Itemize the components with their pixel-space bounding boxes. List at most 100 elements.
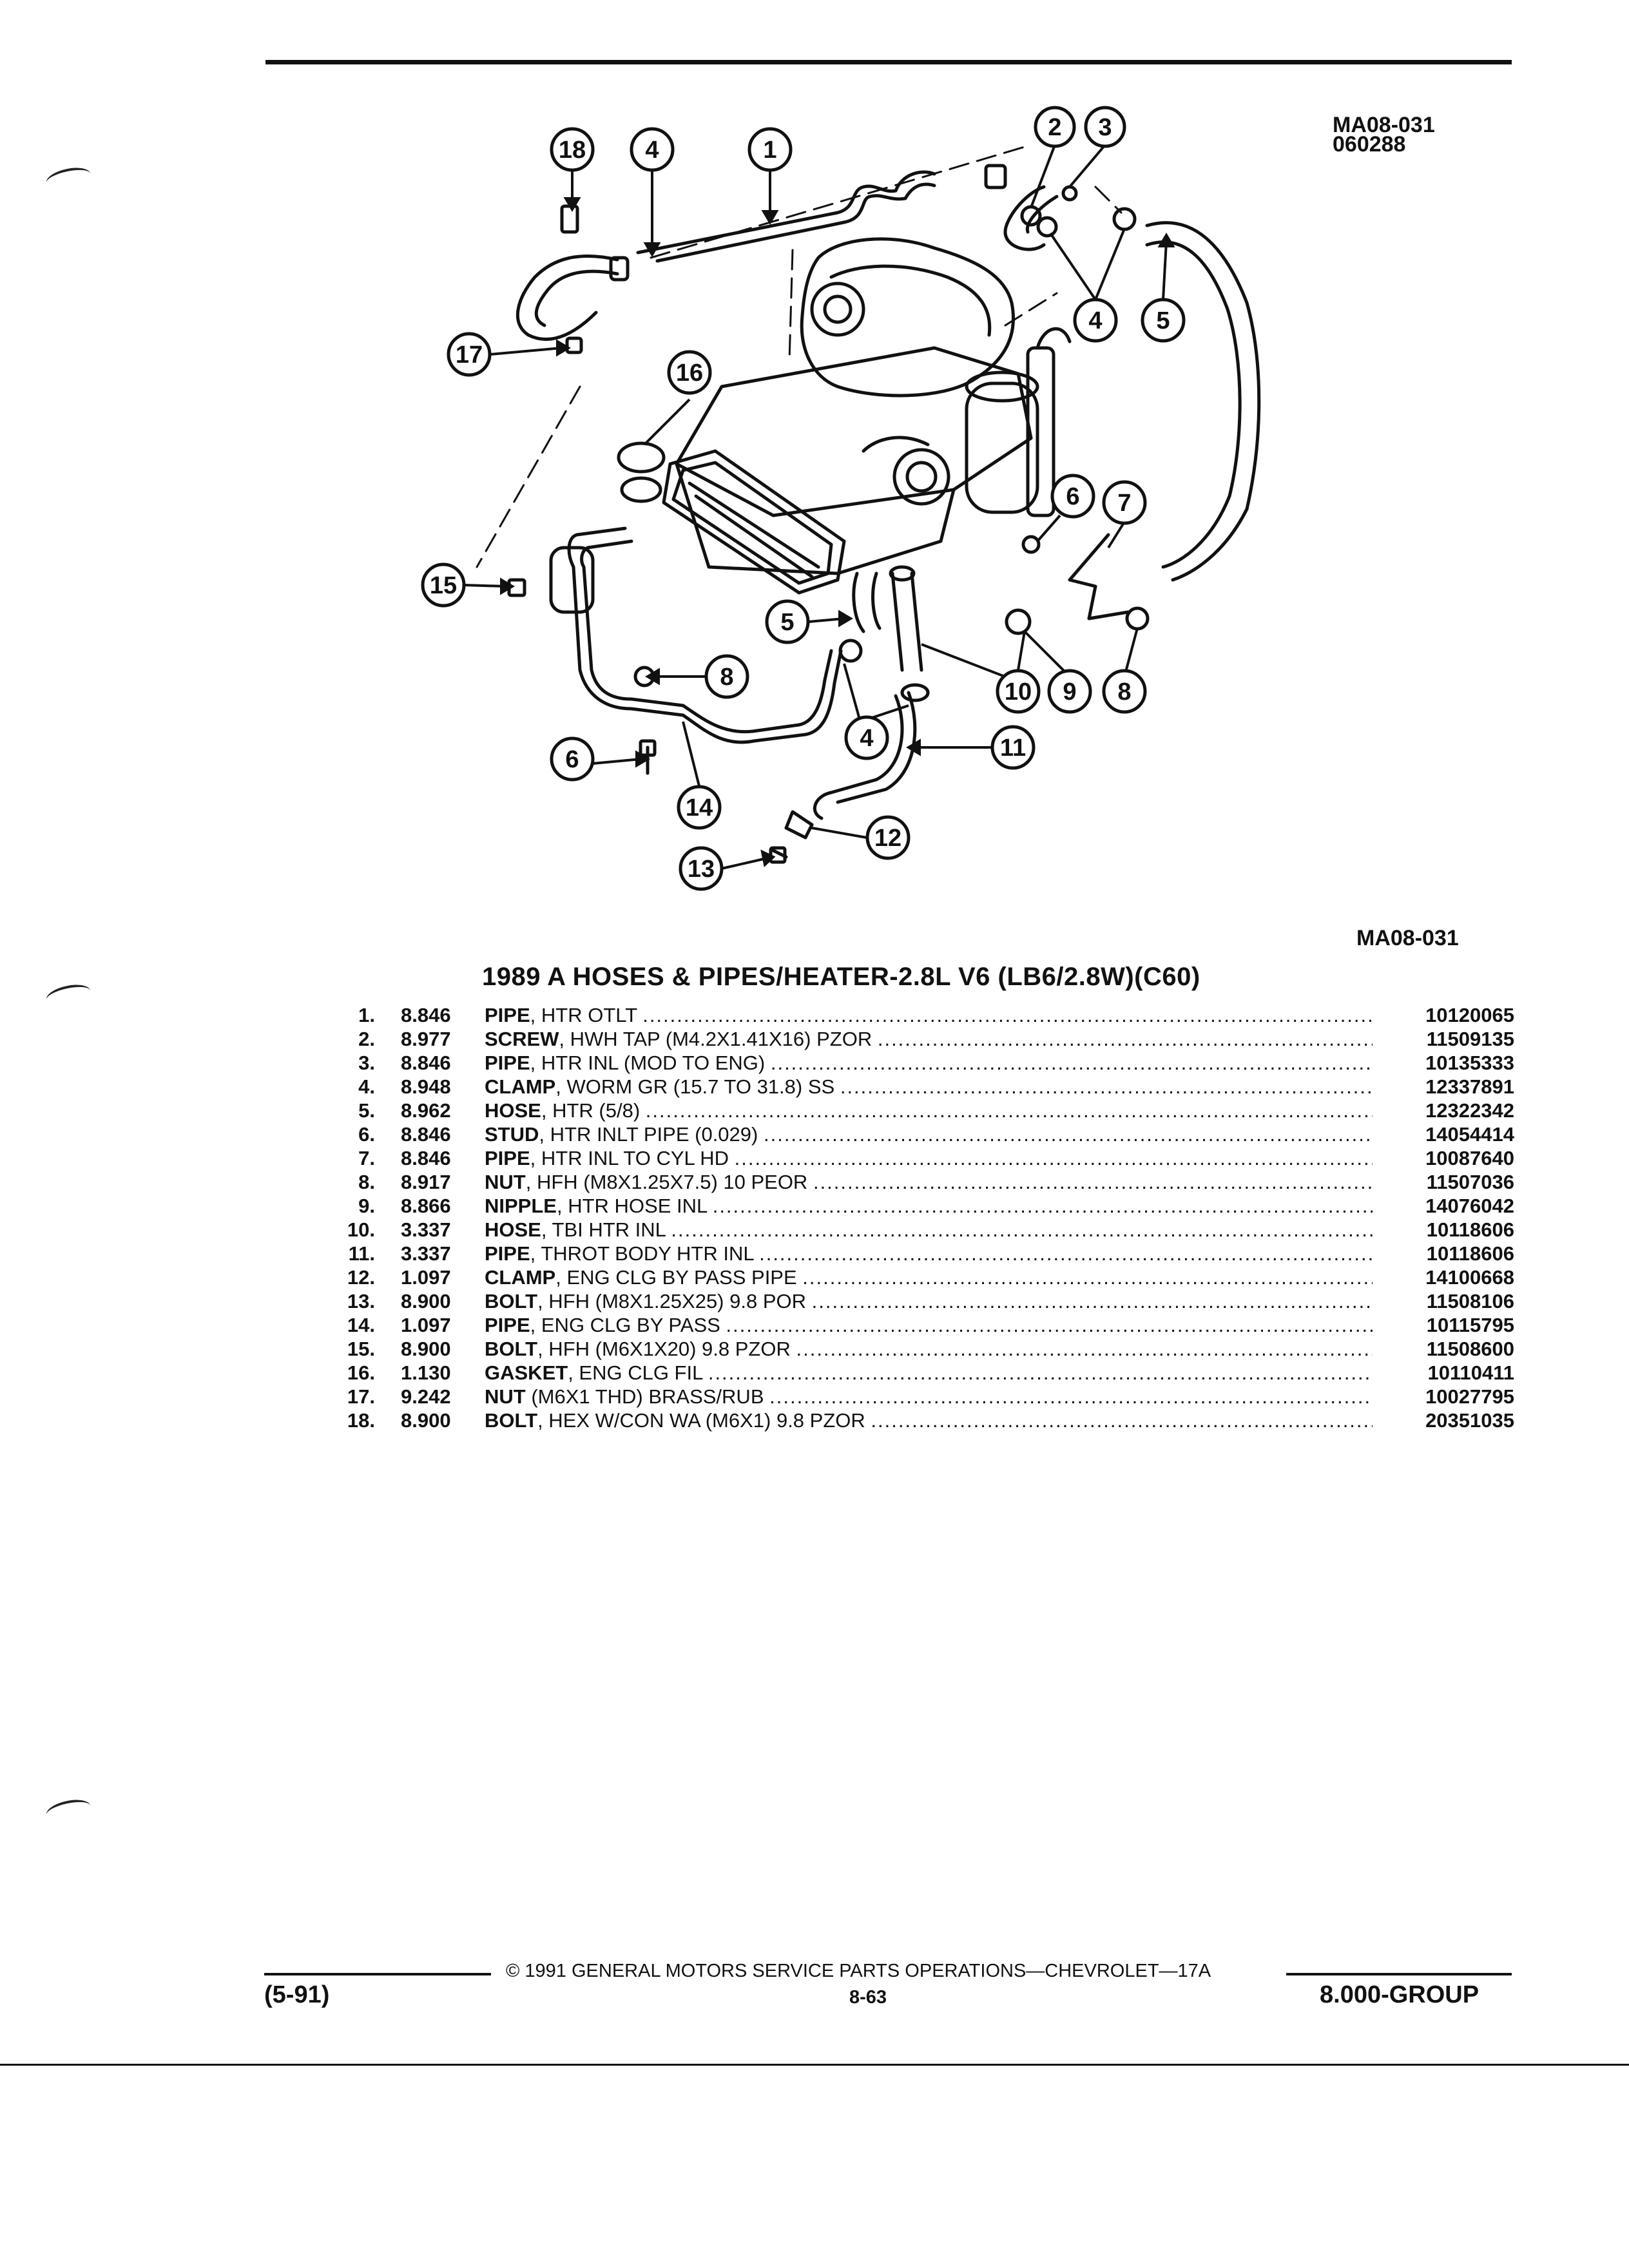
revision-date: (5-91) <box>264 1981 330 2008</box>
part-description: PIPE, HTR OTLT .........................… <box>485 1003 1373 1027</box>
pipe-bypass <box>567 526 843 744</box>
footer-rule-right <box>1286 1973 1512 1975</box>
pipe-htr-inl-cyl <box>1068 533 1130 620</box>
part-name: HOSE <box>485 1218 541 1241</box>
callout-4: 4 <box>645 137 659 164</box>
part-description: PIPE, THROT BODY HTR INL ...............… <box>485 1242 1373 1265</box>
pipe-throt-body <box>813 694 904 820</box>
part-name: PIPE <box>485 1147 530 1169</box>
part-number: 11508106 <box>1426 1290 1514 1312</box>
group-code: 1.097 <box>401 1314 451 1336</box>
group-code: 9.242 <box>401 1385 451 1408</box>
bottom-rule <box>0 2064 1629 2066</box>
leader-dots: ........................................… <box>769 1385 1373 1408</box>
callout-1: 1 <box>763 137 776 164</box>
part-detail: (M6X1 THD) BRASS/RUB <box>525 1385 764 1408</box>
part-number: 12337891 <box>1425 1075 1514 1098</box>
item-number: 6. <box>358 1123 375 1146</box>
leader-dots: ........................................… <box>840 1075 1373 1098</box>
item-number: 15. <box>347 1338 375 1360</box>
callout-3: 3 <box>1098 114 1112 141</box>
group-code: 8.900 <box>401 1338 451 1360</box>
callout-15: 15 <box>430 572 457 599</box>
part-name: SCREW <box>485 1028 559 1050</box>
part-description: NUT, HFH (M8X1.25X7.5) 10 PEOR .........… <box>485 1170 1373 1194</box>
callout-9: 9 <box>1063 678 1076 706</box>
callout-12: 12 <box>874 825 901 852</box>
part-description: CLAMP, WORM GR (15.7 TO 31.8) SS .......… <box>485 1075 1373 1099</box>
part-description: NIPPLE, HTR HOSE INL ...................… <box>485 1194 1373 1218</box>
hose-left <box>516 255 619 341</box>
callout-8: 8 <box>1117 678 1131 706</box>
item-number: 11. <box>348 1242 375 1265</box>
leader-dots: ........................................… <box>811 1290 1373 1312</box>
part-detail: , HTR OTLT <box>530 1004 637 1026</box>
callout-6: 6 <box>1066 483 1079 510</box>
callout-2: 2 <box>1048 114 1061 141</box>
group-code: 8.948 <box>401 1075 451 1098</box>
part-name: BOLT <box>485 1338 538 1360</box>
group-label: 8.000-GROUP <box>1320 1981 1480 2008</box>
part-detail: , THROT BODY HTR INL <box>530 1242 754 1265</box>
part-detail: , HFH (M8X1.25X7.5) 10 PEOR <box>525 1171 808 1193</box>
callout-8: 8 <box>720 664 733 691</box>
group-code: 8.846 <box>401 1123 451 1146</box>
group-code: 3.337 <box>401 1242 451 1265</box>
part-name: HOSE <box>485 1099 541 1122</box>
part-name: BOLT <box>485 1409 538 1432</box>
part-description: SCREW, HWH TAP (M4.2X1.41X16) PZOR .....… <box>485 1027 1373 1051</box>
leader-dots: ........................................… <box>759 1242 1373 1265</box>
item-number: 12. <box>347 1266 375 1289</box>
part-detail: , HEX W/CON WA (M6X1) 9.8 PZOR <box>537 1409 865 1432</box>
part-row: 11. 3.337 PIPE, THROT BODY HTR INL .......… <box>322 1242 1514 1265</box>
part-description: BOLT, HFH (M6X1X20) 9.8 PZOR ...........… <box>485 1337 1373 1361</box>
leader-dots: ........................................… <box>796 1338 1373 1360</box>
part-detail: , HWH TAP (M4.2X1.41X16) PZOR <box>559 1028 872 1050</box>
part-detail: , HTR (5/8) <box>541 1099 641 1122</box>
part-name: NUT <box>485 1171 526 1193</box>
part-name: PIPE <box>485 1242 530 1265</box>
callout-16: 16 <box>676 360 703 387</box>
part-description: PIPE, ENG CLG BY PASS ..................… <box>485 1313 1373 1337</box>
item-number: 10. <box>347 1218 375 1241</box>
group-code: 8.900 <box>401 1409 451 1432</box>
exploded-parts-diagram: 18 4 1 2 3 4 5 17 16 6 7 15 5 8 10 9 8 4… <box>421 106 1261 891</box>
engine-plenum <box>800 237 1015 398</box>
item-number: 7. <box>358 1147 375 1169</box>
canister <box>965 381 1039 514</box>
binder-mark <box>44 981 92 1003</box>
page-number: 8-63 <box>849 1987 887 2008</box>
part-description: PIPE, HTR INL TO CYL HD ................… <box>485 1146 1373 1170</box>
part-number: 10087640 <box>1425 1147 1514 1169</box>
leader-dots: ........................................… <box>734 1147 1373 1169</box>
pipe-htr-otlt <box>636 170 936 255</box>
group-code: 8.846 <box>401 1147 451 1169</box>
callout-14: 14 <box>686 794 713 822</box>
part-description: NUT (M6X1 THD) BRASS/RUB ...............… <box>485 1385 1373 1408</box>
part-number: 14076042 <box>1425 1195 1514 1217</box>
part-name: BOLT <box>485 1290 538 1312</box>
part-detail: , HFH (M8X1.25X25) 9.8 POR <box>537 1290 807 1312</box>
callout-5: 5 <box>1156 307 1170 334</box>
part-number: 10115795 <box>1426 1314 1514 1336</box>
part-name: GASKET <box>485 1361 568 1384</box>
part-detail: , HTR INL TO CYL HD <box>530 1147 729 1169</box>
group-code: 1.097 <box>401 1266 451 1289</box>
part-number: 10120065 <box>1425 1004 1514 1026</box>
part-number: 20351035 <box>1425 1409 1514 1432</box>
callout-10: 10 <box>1005 678 1032 706</box>
item-number: 16. <box>347 1361 375 1384</box>
part-number: 10110411 <box>1427 1361 1514 1384</box>
part-detail: , HTR INLT PIPE (0.029) <box>539 1123 758 1146</box>
part-row: 7. 8.846 PIPE, HTR INL TO CYL HD .........… <box>322 1146 1514 1170</box>
part-name: STUD <box>485 1123 539 1146</box>
group-code: 1.130 <box>401 1361 451 1384</box>
group-code: 8.917 <box>401 1171 451 1193</box>
